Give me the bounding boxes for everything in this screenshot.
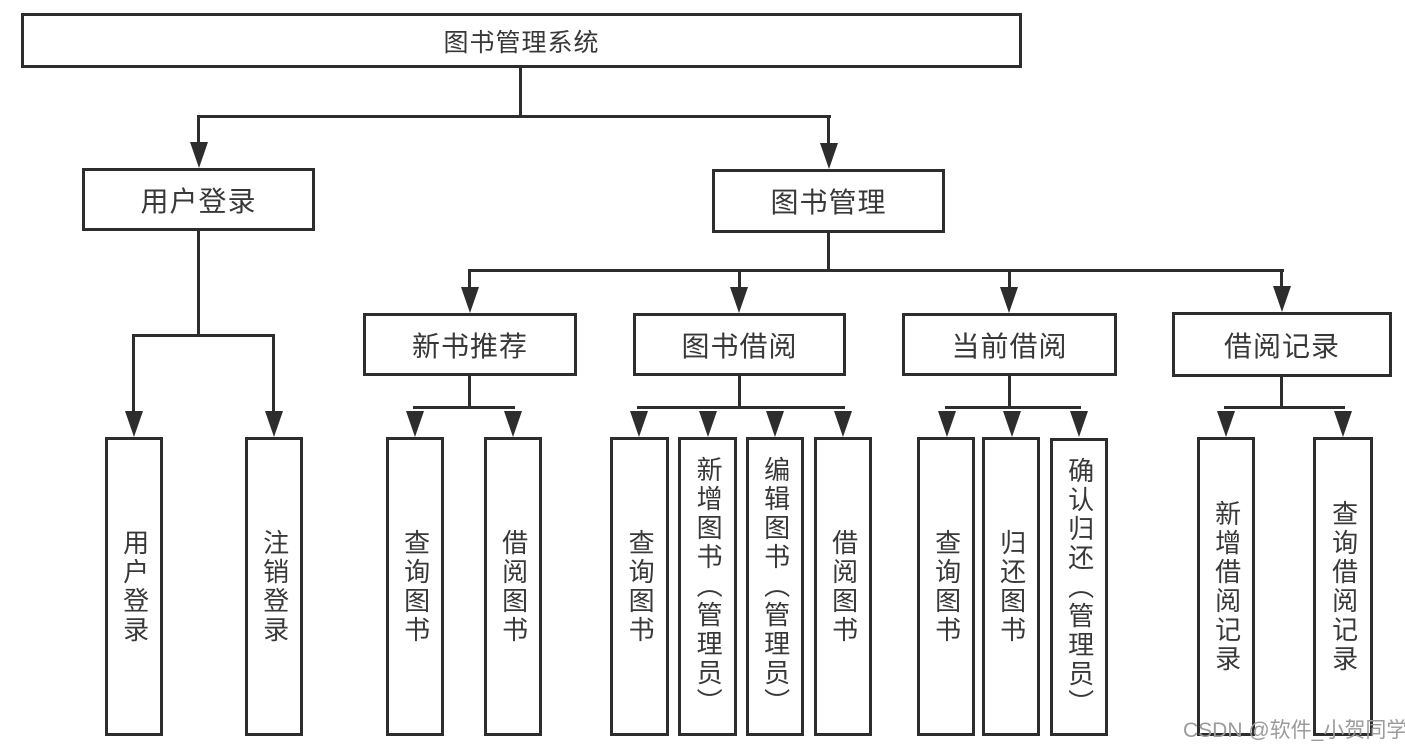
connector-line	[519, 68, 522, 118]
arrow-down-icon	[504, 411, 522, 437]
node-label: 借阅图书	[828, 528, 859, 645]
node-query-borrow-record: 查询借阅记录	[1313, 437, 1373, 736]
arrow-down-icon	[1003, 411, 1021, 437]
connector-line	[132, 334, 135, 413]
node-label: 用户登录	[140, 185, 257, 217]
node-book-management: 图书管理	[712, 169, 945, 233]
node-confirm-return-admin: 确认归还（管理员）	[1050, 438, 1108, 736]
node-label: 图书管理	[770, 187, 887, 218]
arrow-down-icon	[265, 411, 283, 437]
node-borrow-books: 借阅图书	[814, 437, 872, 736]
arrow-down-icon	[1070, 411, 1088, 437]
csdn-watermark: CSDN @软件_小贺同学	[1183, 719, 1405, 742]
node-borrow-records: 借阅记录	[1172, 312, 1392, 377]
arrow-down-icon	[406, 411, 424, 437]
node-add-books-admin: 新增图书（管理员）	[678, 437, 737, 736]
node-query-books-borrow: 查询图书	[610, 437, 669, 736]
node-label: 新书推荐	[411, 330, 528, 362]
connector-line	[468, 269, 1284, 272]
connector-line	[945, 406, 1081, 409]
arrow-down-icon	[1000, 287, 1018, 313]
node-label: 查询图书	[400, 528, 431, 645]
node-label: 借阅记录	[1223, 330, 1340, 362]
connector-line	[197, 231, 200, 337]
node-label: 新增借阅记录	[1211, 499, 1242, 674]
connector-line	[197, 115, 200, 143]
connector-line	[827, 233, 830, 272]
node-label: 查询借阅记录	[1328, 499, 1359, 674]
node-label: 编辑图书（管理员）	[760, 456, 791, 717]
node-book-borrow: 图书借阅	[633, 313, 846, 376]
connector-line	[1280, 377, 1283, 409]
node-borrow-books-recommend: 借阅图书	[484, 437, 542, 736]
connector-line	[1224, 406, 1345, 409]
node-logout: 注销登录	[245, 437, 303, 736]
node-new-book-recommend: 新书推荐	[363, 313, 577, 376]
arrow-down-icon	[834, 411, 852, 437]
arrow-down-icon	[1217, 411, 1235, 437]
connector-line	[197, 115, 831, 118]
connector-line	[637, 406, 845, 409]
node-label: 查询图书	[931, 528, 962, 645]
node-user-login: 用户登录	[105, 437, 163, 736]
connector-line	[1008, 269, 1011, 289]
arrow-down-icon	[699, 411, 717, 437]
node-label: 新增图书（管理员）	[693, 456, 724, 717]
arrow-down-icon	[190, 142, 208, 168]
node-user-login-group: 用户登录	[82, 168, 315, 231]
node-return-books: 归还图书	[982, 437, 1040, 736]
node-label: 图书借阅	[681, 330, 798, 362]
node-query-books-current: 查询图书	[917, 437, 975, 736]
arrow-down-icon	[125, 411, 143, 437]
node-label: 借阅图书	[498, 528, 529, 645]
arrow-down-icon	[938, 411, 956, 437]
connector-line	[132, 334, 275, 337]
arrow-down-icon	[630, 411, 648, 437]
arrow-down-icon	[1334, 411, 1352, 437]
node-label: 注销登录	[259, 528, 290, 645]
node-query-books-recommend: 查询图书	[386, 437, 444, 736]
node-label: 归还图书	[996, 528, 1027, 645]
node-current-borrow: 当前借阅	[902, 313, 1117, 376]
connector-line	[1280, 269, 1283, 289]
node-label: 用户登录	[119, 528, 150, 645]
arrow-down-icon	[766, 411, 784, 437]
connector-line	[468, 376, 471, 409]
arrow-down-icon	[820, 143, 838, 169]
connector-line	[1008, 376, 1011, 409]
node-label: 确认归还（管理员）	[1064, 456, 1095, 718]
arrow-down-icon	[461, 287, 479, 313]
arrow-down-icon	[1273, 286, 1291, 312]
node-label: 查询图书	[625, 528, 656, 645]
connector-line	[413, 406, 515, 409]
arrow-down-icon	[730, 287, 748, 313]
node-library-management-system: 图书管理系统	[21, 13, 1022, 68]
connector-line	[738, 376, 741, 409]
node-add-borrow-record: 新增借阅记录	[1197, 437, 1255, 736]
connector-line	[468, 269, 471, 289]
connector-line	[738, 269, 741, 289]
connector-line	[827, 115, 830, 143]
node-edit-books-admin: 编辑图书（管理员）	[746, 437, 804, 736]
node-label: 当前借阅	[951, 330, 1068, 362]
connector-line	[272, 334, 275, 413]
node-label: 图书管理系统	[443, 28, 600, 57]
